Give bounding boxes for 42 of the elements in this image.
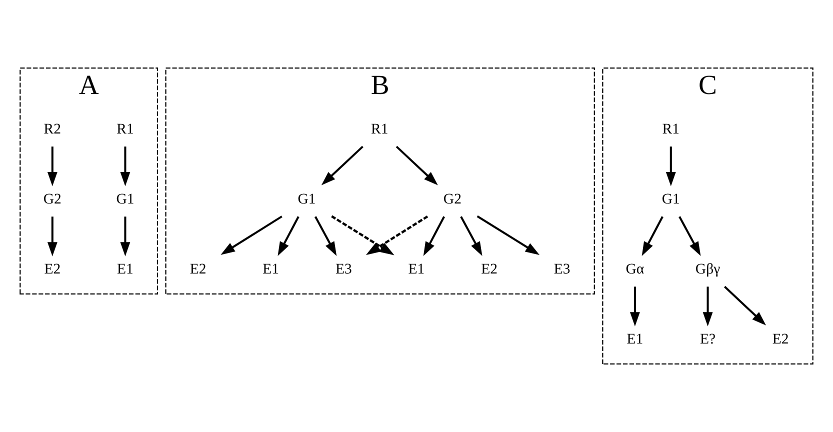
arrow [460, 216, 482, 256]
arrow [666, 146, 676, 186]
node-text: G1 [298, 191, 316, 208]
node-text: E2 [44, 261, 61, 278]
node-text: E1 [408, 261, 425, 278]
node-text: E2 [481, 261, 498, 278]
node-text: E2 [772, 331, 789, 348]
arrow [630, 286, 640, 326]
node-text: R1 [662, 121, 680, 138]
arrow [423, 216, 445, 256]
arrow [476, 215, 540, 255]
arrow [724, 286, 766, 326]
arrow [314, 216, 337, 256]
node-text: E3 [554, 261, 570, 278]
node-text: Gβγ [695, 261, 720, 278]
arrow [321, 146, 364, 186]
node-text: G2 [443, 191, 462, 208]
arrow [702, 286, 713, 326]
node-text: E1 [262, 261, 280, 278]
node-text: Gα [626, 261, 644, 278]
node-text: E? [700, 331, 716, 348]
arrow [278, 216, 300, 256]
node-text: E3 [335, 261, 352, 278]
arrow [47, 216, 58, 256]
node-text: R2 [44, 121, 62, 138]
node-text: R1 [371, 121, 388, 138]
node-text: E2 [190, 261, 206, 278]
node-text: R1 [116, 121, 134, 138]
node-text: G1 [662, 191, 680, 208]
arrow [120, 216, 130, 256]
arrow [220, 216, 282, 255]
node-text: E1 [626, 331, 644, 348]
arrow [396, 146, 438, 186]
arrow [642, 216, 664, 256]
node-text: G2 [43, 191, 62, 208]
node-text: E1 [117, 261, 134, 278]
arrow [366, 215, 428, 256]
arrow [678, 216, 701, 256]
node-text: G1 [116, 191, 134, 208]
arrow [47, 146, 58, 186]
arrow [120, 146, 130, 186]
arrow [331, 215, 394, 256]
